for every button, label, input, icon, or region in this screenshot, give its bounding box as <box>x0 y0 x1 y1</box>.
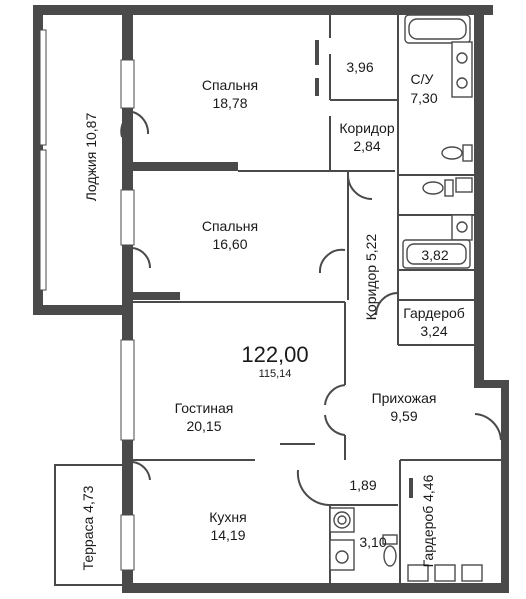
room-prikhozhaya-area: 9,59 <box>390 408 417 424</box>
room-prikhozhaya-name: Прихожая <box>372 390 437 406</box>
room-wc-3-area: 3,10 <box>359 534 386 550</box>
toilet-3 <box>382 534 398 567</box>
room-kukhnya-area: 14,19 <box>210 527 245 543</box>
room-lodzhiya-label: Лоджия 10,87 <box>83 113 99 202</box>
internal-walls <box>133 15 502 583</box>
room-gostinaya-area: 20,15 <box>186 418 221 434</box>
sink-2 <box>451 214 473 241</box>
room-su-1-name: С/У <box>411 71 434 87</box>
washer-wc-3 <box>329 507 355 571</box>
room-kukhnya-name: Кухня <box>209 509 246 525</box>
room-koridor-1-name: Коридор <box>339 120 395 136</box>
door-arcs-interior <box>296 174 399 507</box>
room-spalnya-1-name: Спальня <box>202 77 258 93</box>
toilet-1 <box>441 144 473 162</box>
room-su-1-area: 7,30 <box>410 90 437 106</box>
room-garderob-1-area: 3,24 <box>420 323 447 339</box>
room-garderob-1-name: Гардероб <box>403 305 465 321</box>
room-gostinaya-name: Гостиная <box>175 400 234 416</box>
bathtub-2 <box>402 239 471 269</box>
room-garderob-2-label: Гардероб 4,46 <box>420 474 436 567</box>
room-bath-2-area: 3,82 <box>421 247 448 263</box>
room-spalnya-2-area: 16,60 <box>212 236 247 252</box>
room-spalnya-1-area: 18,78 <box>212 95 247 111</box>
room-terrasa-label: Терраса 4,73 <box>80 485 96 570</box>
windows-left <box>120 59 135 571</box>
loggia-outline <box>33 14 133 315</box>
door-arcs-left <box>120 111 152 481</box>
bathtub-1 <box>404 14 471 44</box>
room-spalnya-2-name: Спальня <box>202 218 258 234</box>
outer-walls <box>33 5 509 593</box>
room-koridor-1-area: 2,84 <box>353 138 380 154</box>
sinks-1 <box>451 41 473 98</box>
total-area: 122,00 <box>241 342 308 367</box>
room-koridor-2-label: Коридор 5,22 <box>363 234 379 321</box>
toilet-2 <box>422 177 473 197</box>
room-storage-area: 1,89 <box>349 477 376 493</box>
room-closet-area: 3,96 <box>346 59 373 75</box>
room-labels: Спальня 18,78 3,96 С/У 7,30 Коридор 2,84… <box>80 59 465 570</box>
radiators-bottom <box>407 564 483 582</box>
living-area: 115,14 <box>259 368 292 380</box>
